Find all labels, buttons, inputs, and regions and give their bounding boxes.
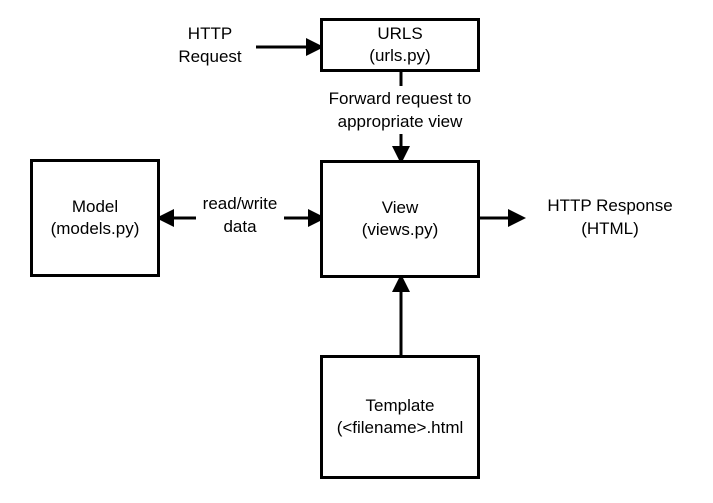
- node-template-title: Template: [365, 396, 435, 415]
- node-template[interactable]: Template (<filename>.html: [320, 355, 480, 479]
- node-urls-title: URLS: [377, 24, 423, 43]
- connector-request-to-urls: [256, 36, 324, 58]
- node-urls[interactable]: URLS (urls.py): [320, 18, 480, 72]
- node-view-title: View: [381, 198, 419, 217]
- label-http-response-line2: (HTML): [581, 219, 639, 238]
- label-forward-request-line2: appropriate view: [337, 112, 463, 131]
- node-model-filename: (models.py): [50, 219, 140, 238]
- label-forward-request-line1: Forward request to: [328, 89, 472, 108]
- label-read-write-data-line1: read/write: [202, 194, 278, 213]
- node-view[interactable]: View (views.py): [320, 160, 480, 278]
- label-http-response-line1: HTTP Response: [547, 196, 673, 215]
- node-view-filename: (views.py): [361, 220, 439, 239]
- node-model-title: Model: [71, 197, 119, 216]
- label-read-write-data: read/write data: [196, 192, 284, 238]
- node-template-filename: (<filename>.html: [336, 418, 464, 437]
- connector-view-to-http-response: [478, 206, 526, 230]
- label-http-request: HTTP Request: [160, 22, 260, 68]
- node-model[interactable]: Model (models.py): [30, 159, 160, 277]
- label-forward-request: Forward request to appropriate view: [300, 86, 500, 134]
- label-http-request-line2: Request: [178, 47, 242, 66]
- connector-template-to-view: [390, 274, 412, 360]
- label-http-response: HTTP Response (HTML): [530, 194, 690, 240]
- node-urls-filename: (urls.py): [369, 46, 431, 65]
- label-http-request-line1: HTTP: [187, 24, 233, 43]
- label-read-write-data-line2: data: [223, 217, 257, 236]
